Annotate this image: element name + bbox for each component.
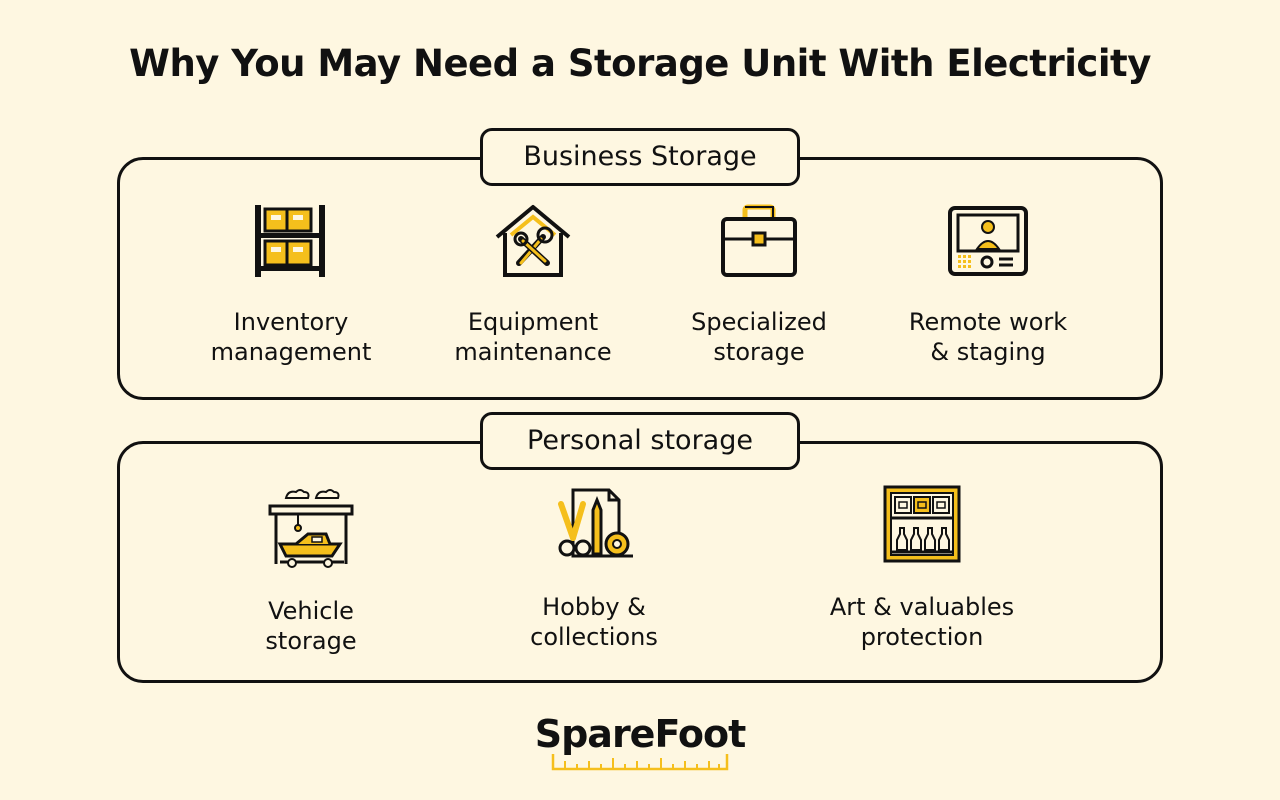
item-caption: Inventory management	[210, 308, 372, 366]
video-monitor-icon	[948, 206, 1028, 276]
briefcase-icon	[721, 204, 797, 277]
display-cabinet-icon	[883, 485, 961, 563]
item-caption: Equipment maintenance	[454, 308, 612, 366]
personal-storage-label: Personal storage	[480, 412, 800, 470]
item-inventory-management: Inventory management	[181, 203, 401, 367]
item-caption: Art & valuables protection	[829, 593, 1015, 651]
item-caption: Remote work & staging	[908, 308, 1068, 366]
page-title: Why You May Need a Storage Unit With Ele…	[129, 42, 1151, 85]
hobby-supplies-icon	[558, 488, 633, 558]
business-storage-label: Business Storage	[480, 128, 800, 186]
item-equipment-maintenance: Equipment maintenance	[423, 203, 643, 367]
ruler-icon	[551, 754, 729, 771]
item-remote-work-staging: Remote work & staging	[878, 203, 1098, 367]
item-vehicle-storage: Vehicle storage	[201, 486, 421, 656]
shelving-boxes-icon	[255, 205, 325, 277]
item-hobby-collections: Hobby & collections	[484, 486, 704, 652]
item-caption: Vehicle storage	[265, 597, 357, 655]
item-art-valuables-protection: Art & valuables protection	[812, 484, 1032, 652]
item-caption: Specialized storage	[691, 308, 827, 366]
sparefoot-logo: SpareFoot	[534, 712, 747, 756]
item-specialized-storage: Specialized storage	[649, 203, 869, 367]
item-caption: Hobby & collections	[530, 593, 658, 651]
boat-garage-icon	[268, 489, 354, 568]
house-tools-icon	[495, 205, 571, 277]
